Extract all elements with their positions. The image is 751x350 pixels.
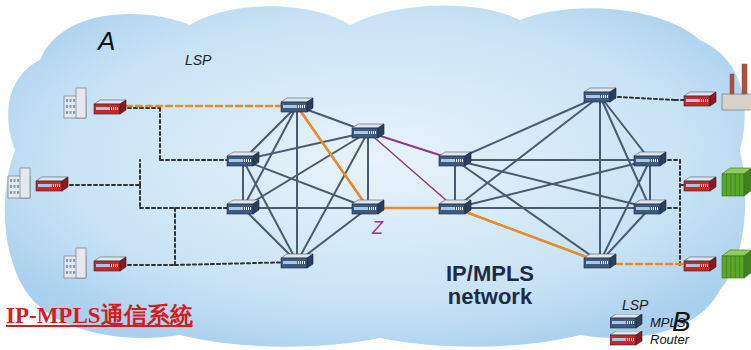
- point-label: Z: [372, 218, 383, 239]
- legend-text: Router: [650, 332, 689, 347]
- edge-router: [36, 177, 68, 191]
- point-label: LSP: [622, 297, 648, 313]
- mpls-router: [439, 200, 471, 214]
- point-label: A: [98, 26, 115, 57]
- edge-router: [684, 257, 716, 271]
- mesh-link: [455, 160, 650, 208]
- mesh-link: [455, 208, 600, 262]
- mpls-router: [634, 152, 666, 166]
- mesh-link: [455, 207, 650, 209]
- mesh-link: [455, 96, 600, 160]
- mpls-router: [281, 254, 313, 268]
- diagram-title: IP-MPLS通信系統: [6, 300, 193, 331]
- mpls-router: [634, 200, 666, 214]
- edge-router: [94, 100, 126, 114]
- site-building: [64, 248, 86, 278]
- access-link: [159, 108, 161, 160]
- mpls-router: [584, 88, 616, 102]
- inter-cluster-link: [368, 132, 455, 208]
- point-label: LSP: [185, 52, 211, 68]
- mesh-link: [455, 160, 600, 262]
- lsp-path: [126, 105, 281, 108]
- mpls-router: [352, 200, 384, 214]
- site-building: [8, 168, 30, 198]
- mpls-router: [610, 314, 642, 328]
- access-link: [139, 160, 141, 185]
- access-link: [175, 262, 297, 265]
- edge-router: [610, 331, 642, 345]
- access-link: [680, 184, 700, 186]
- mesh-link: [297, 132, 368, 262]
- legend-row: MPLS: [610, 314, 685, 330]
- mesh-link: [599, 96, 601, 262]
- mpls-router: [584, 254, 616, 268]
- mpls-router: [439, 152, 471, 166]
- mpls-router: [352, 124, 384, 138]
- mesh-link: [296, 106, 298, 262]
- mesh-link: [367, 132, 369, 208]
- mesh-link: [297, 106, 368, 208]
- router-icons: [8, 64, 751, 278]
- legend-icon: [610, 314, 644, 330]
- cloud: [5, 6, 746, 347]
- mpls-router: [227, 200, 259, 214]
- access-link: [675, 99, 700, 101]
- access-link: [139, 185, 141, 208]
- lsp-path: [455, 208, 600, 262]
- mesh-link: [243, 132, 368, 160]
- legend-icon: [610, 331, 644, 347]
- access-link: [160, 159, 243, 161]
- legend-row: Router: [610, 331, 689, 347]
- site-container: [722, 168, 751, 196]
- access-link: [679, 160, 681, 265]
- lsp-path: [297, 106, 368, 208]
- site-factory: [722, 64, 751, 110]
- edge-router: [684, 92, 716, 106]
- edge-router: [684, 177, 716, 191]
- network-label: IP/MPLS network: [420, 262, 560, 308]
- links: [52, 96, 700, 265]
- lsp-path: [616, 263, 684, 266]
- mesh-link: [455, 159, 650, 161]
- site-building: [64, 88, 86, 118]
- mpls-router: [227, 152, 259, 166]
- access-link: [174, 208, 176, 265]
- mesh-link: [455, 160, 650, 208]
- edge-router: [94, 257, 126, 271]
- access-link: [110, 107, 160, 109]
- site-container: [722, 250, 751, 278]
- mpls-router: [281, 98, 313, 112]
- mesh-link: [243, 207, 368, 209]
- mesh-link: [243, 132, 368, 208]
- legend-text: MPLS: [650, 315, 685, 330]
